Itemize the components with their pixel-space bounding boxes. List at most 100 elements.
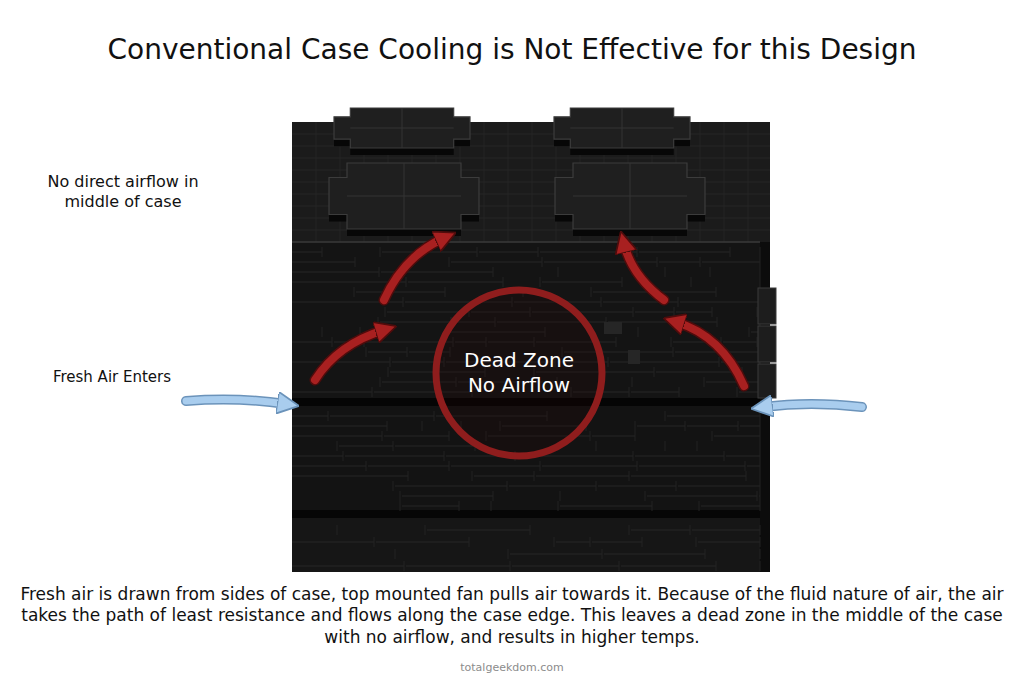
brick-line: [635, 421, 636, 431]
brick-line: [690, 525, 691, 535]
brick-line: [451, 466, 540, 467]
brick-line: [542, 282, 622, 283]
top-tile-line: [316, 122, 317, 242]
brick-line: [712, 431, 713, 441]
brick-line: [395, 549, 396, 559]
brick-line: [747, 466, 760, 467]
brick-line: [388, 367, 389, 377]
brick-line: [343, 451, 344, 461]
brick-line: [337, 525, 338, 535]
fan-top: [334, 108, 470, 148]
brick-line: [592, 542, 642, 543]
brick-line: [685, 421, 686, 431]
brick-line: [366, 347, 367, 357]
brick-line: [345, 456, 444, 457]
brick-line: [593, 292, 655, 293]
brick-line: [444, 451, 445, 461]
fresh-air-arrow-outline: [186, 400, 286, 404]
brick-line: [631, 530, 690, 531]
brick-line: [637, 247, 638, 257]
brick-line: [510, 554, 602, 555]
brick-line: [629, 525, 630, 535]
brick-line: [406, 566, 510, 567]
brick-line: [665, 441, 666, 451]
brick-line: [292, 262, 355, 263]
fan-cover: [329, 163, 479, 236]
brick-line: [716, 287, 717, 297]
brick-line: [698, 542, 760, 543]
brick-line: [697, 441, 698, 451]
brick-line: [701, 506, 760, 507]
top-tile-line: [484, 122, 485, 242]
brick-line: [737, 387, 738, 397]
brick-line: [673, 347, 674, 357]
airflow-arrow: [676, 322, 744, 386]
brick-line: [692, 530, 760, 531]
brick-line: [408, 282, 503, 283]
brick-line: [656, 372, 742, 373]
brick-line: [292, 342, 332, 343]
brick-line: [427, 530, 530, 531]
fan-top: [555, 163, 705, 229]
brick-line: [292, 416, 328, 417]
brick-line: [337, 441, 338, 451]
brick-line: [608, 322, 717, 323]
brick-line: [479, 252, 538, 253]
case-body: [292, 122, 776, 572]
brick-line: [760, 525, 761, 535]
brick-line: [451, 262, 542, 263]
brick-line: [322, 327, 323, 337]
brick-line: [700, 257, 701, 267]
brick-line: [558, 267, 559, 277]
brick-line: [449, 461, 450, 471]
airflow-arrow-outline: [624, 244, 664, 300]
brick-line: [376, 542, 469, 543]
brick-line: [560, 491, 561, 501]
brick-line: [608, 357, 609, 367]
brick-line: [590, 431, 591, 441]
brick-line: [292, 426, 387, 427]
brick-line: [738, 421, 739, 431]
fan-seam: [347, 196, 461, 197]
brick-line: [621, 566, 716, 567]
brick-line: [704, 377, 705, 387]
brick-line: [592, 436, 635, 437]
brick-line: [687, 426, 738, 427]
fan-seam: [350, 128, 453, 129]
brick-line: [404, 561, 405, 571]
brick-line: [712, 307, 713, 317]
brick-line: [356, 292, 445, 293]
brick-line: [710, 267, 711, 277]
brick-line: [719, 357, 720, 367]
brick-line: [696, 537, 697, 547]
brick-line: [503, 277, 504, 287]
brick-line: [760, 421, 761, 431]
brick-line: [292, 466, 366, 467]
brick-line: [590, 537, 591, 547]
brick-line: [716, 561, 717, 571]
brick-line: [558, 501, 559, 511]
brick-line: [445, 287, 446, 297]
brick-line: [631, 392, 679, 393]
brick-line: [760, 247, 761, 257]
brick-line: [604, 554, 705, 555]
brick-line: [629, 471, 630, 481]
brick-line: [674, 307, 675, 317]
brick-line: [292, 362, 390, 363]
brick-line: [385, 307, 386, 317]
brick-line: [292, 456, 343, 457]
brick-line: [633, 307, 634, 317]
brick-line: [637, 426, 685, 427]
brick-texture: [292, 247, 760, 571]
brick-line: [540, 461, 541, 471]
brick-line: [717, 317, 718, 327]
title: Conventional Case Cooling is Not Effecti…: [0, 32, 1024, 67]
brick-line: [706, 382, 760, 383]
brick-line: [512, 566, 619, 567]
case-latch: [758, 288, 776, 398]
brick-line: [355, 257, 356, 267]
brick-line: [760, 451, 761, 461]
brick-line: [560, 506, 652, 507]
brick-line: [760, 267, 761, 277]
case-port: [604, 322, 622, 334]
